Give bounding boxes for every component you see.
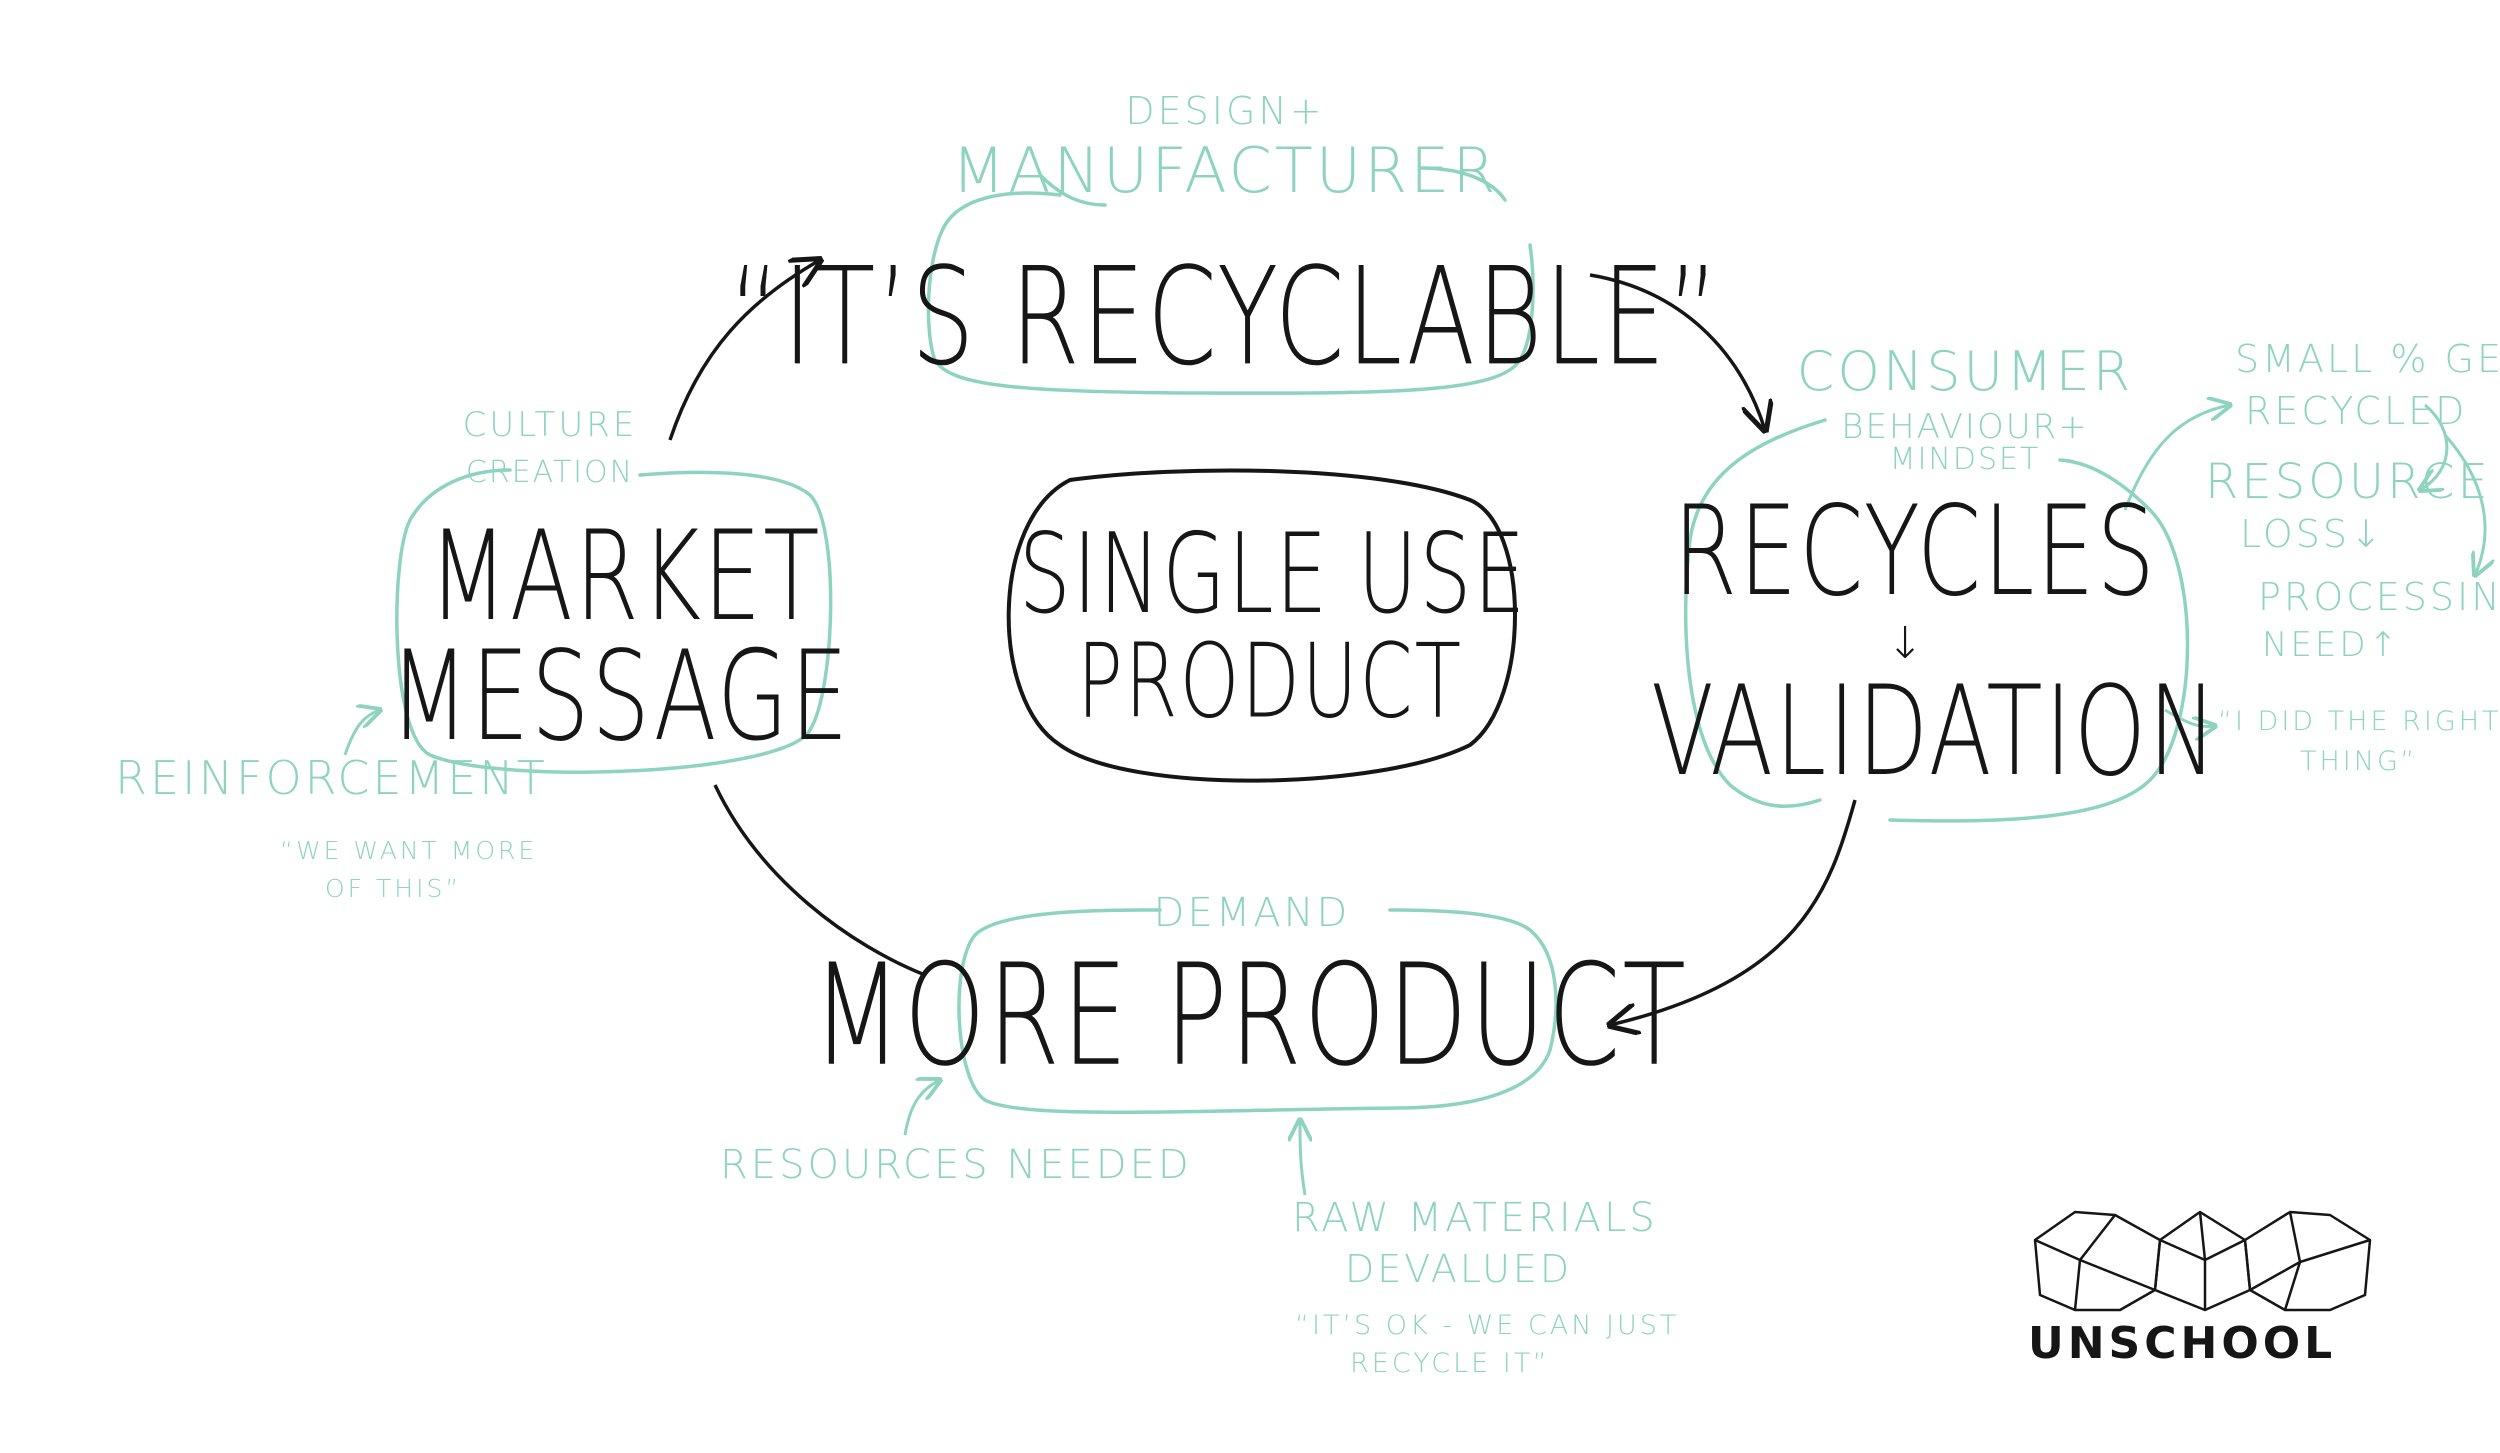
arrow-raw-materials: [1300, 1120, 1305, 1196]
right-group-line2: BEHAVIOUR+: [1841, 407, 2089, 447]
arrow-right-to-bottom: [1610, 799, 1857, 1025]
down-arrow-icon: ↓: [1886, 618, 1924, 669]
center-node-outline: [1006, 468, 1517, 783]
left-quote-line1: “WE WANT MORE: [280, 836, 538, 865]
arrow-resource-to-processing: [2443, 434, 2485, 575]
top-group-line2: MANUFACTURER: [951, 134, 1499, 207]
arrow-top-to-right: [1589, 273, 1765, 430]
center-node-line1: SINGLE USE: [1018, 510, 1528, 639]
note-resource-line2: LOSS↓: [2240, 512, 2385, 556]
bottom-node-title: MORE PRODUCT: [812, 932, 1688, 1098]
top-node-outline: [926, 166, 1535, 395]
arrow-bottom-to-left: [713, 784, 926, 977]
raw-materials-line1: RAW MATERIALS: [1292, 1195, 1658, 1241]
right-node-line1: RECYCLES: [1673, 479, 2157, 624]
left-node-line1: MARKET: [428, 504, 822, 649]
arrow-resources: [903, 1080, 940, 1136]
left-group-line1: CULTURE: [462, 405, 638, 445]
right-node-line2: VALIDATION: [1651, 659, 2219, 804]
bottom-node-outline: [957, 908, 1558, 1115]
note-resource-line1: RESOURCE: [2205, 454, 2491, 510]
note-right-thing-line1: “I DID THE RIGHT: [2218, 706, 2500, 737]
arrow-to-right-thing: [2164, 708, 2215, 727]
left-quote-line2: OF THIS”: [325, 874, 462, 903]
logo-mark-icon: [2033, 1210, 2372, 1312]
bottom-group-label: DEMAND: [1153, 890, 1351, 936]
resources-needed-label: RESOURCES NEEDED: [720, 1142, 1192, 1188]
right-node-outline: [1683, 418, 2190, 823]
right-group-line3: MINDSET: [1889, 442, 2041, 477]
top-node-title: “IT’S RECYCLABLE”: [728, 237, 1722, 396]
top-group-line1: DESIGN+: [1125, 89, 1325, 133]
raw-materials-line2: DEVALUED: [1345, 1247, 1573, 1291]
left-group-line2: CREATION: [465, 455, 635, 490]
arrow-recycled-to-resource: [2420, 403, 2449, 490]
note-small-gets-line2: RECYCLED: [2245, 389, 2468, 433]
note-processing-line1: PROCESSING: [2258, 575, 2500, 619]
note-small-gets-line1: SMALL % GETS: [2235, 337, 2500, 381]
right-group-line1: CONSUMER: [1796, 340, 2134, 403]
bottom-quote-line2: RECYCLE IT”: [1350, 1348, 1550, 1379]
logo-wordmark: UNSCHOOL: [2028, 1318, 2337, 1369]
note-processing-line2: NEED↑: [2262, 625, 2401, 665]
left-node-line2: MESSAGE: [389, 624, 851, 769]
bottom-quote-line1: “IT’S OK - WE CAN JUST: [1295, 1310, 1680, 1341]
note-right-thing-line2: THING”: [2300, 746, 2418, 777]
arrow-left-to-top: [668, 260, 820, 441]
arrow-to-small-gets: [2123, 405, 2230, 511]
arrow-reinforcement: [343, 710, 380, 756]
left-node-outline: [395, 468, 833, 774]
center-node-line2: PRODUCT: [1076, 620, 1464, 741]
reinforcement-label: REINFORCEMENT: [115, 751, 548, 805]
